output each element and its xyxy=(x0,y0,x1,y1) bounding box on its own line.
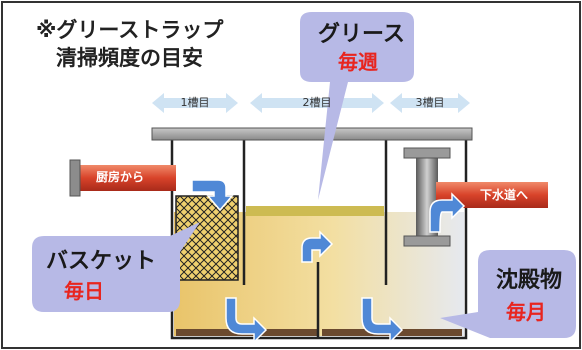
grease-label: グリース xyxy=(318,22,405,47)
compartment-label-1: 1槽目 xyxy=(180,96,210,109)
basket-label: バスケット xyxy=(46,249,157,274)
compartment-label-3: 3槽目 xyxy=(415,96,445,109)
arrow-basket-out xyxy=(225,297,268,344)
sediment-callout-bubble xyxy=(440,250,576,338)
grease-callout-bubble xyxy=(300,12,414,200)
grease-frequency: 毎週 xyxy=(338,50,378,74)
outlet-label: 下水道へ xyxy=(480,188,529,202)
basket-frequency: 毎日 xyxy=(64,279,104,303)
inlet-flange xyxy=(69,159,81,197)
tank-lid xyxy=(151,127,473,141)
arrow-mid-up xyxy=(301,230,334,263)
arrow-outlet-up xyxy=(429,192,466,233)
title-line-1: ※グリーストラップ xyxy=(36,18,224,42)
compartment-arrows xyxy=(152,93,470,113)
basket-callout-bubble xyxy=(32,222,200,312)
flow-arrows xyxy=(191,179,466,344)
sediment-frequency: 毎月 xyxy=(506,300,546,324)
outlet-cap-top xyxy=(403,147,451,159)
arrow-inlet-down xyxy=(191,179,234,212)
arrow-right-chamber xyxy=(361,297,404,344)
inlet-pipe xyxy=(76,165,176,191)
outlet-cap-bottom xyxy=(403,235,451,247)
sediment-label: 沈殿物 xyxy=(496,268,563,293)
inlet-label: 厨房から xyxy=(96,170,145,184)
compartment-label-2: 2槽目 xyxy=(302,96,332,109)
title-line-2: 清掃頻度の目安 xyxy=(56,46,203,70)
grease-layer xyxy=(246,206,384,216)
